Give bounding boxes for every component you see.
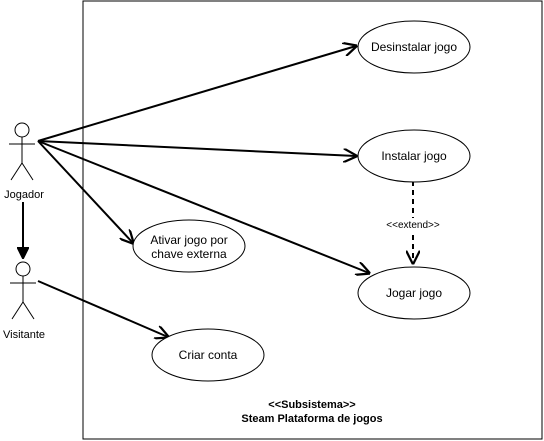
usecase-jogar-label: Jogar jogo bbox=[386, 286, 442, 300]
usecase-criar[interactable]: Criar conta bbox=[151, 328, 265, 382]
extend-label: <<extend>> bbox=[386, 220, 440, 231]
assoc-visitante-criar bbox=[37, 280, 168, 337]
usecase-desinstalar[interactable]: Desinstalar jogo bbox=[357, 20, 471, 74]
assoc-jogador-jogar bbox=[37, 140, 369, 273]
assoc-jogador-desinstalar bbox=[37, 46, 356, 142]
usecase-ativar-label-line2: chave externa bbox=[151, 247, 227, 261]
assoc-jogador-instalar bbox=[37, 140, 356, 156]
usecase-criar-label: Criar conta bbox=[179, 348, 238, 362]
system-boundary bbox=[82, 0, 543, 440]
usecase-ativar-label-line1: Ativar jogo por bbox=[150, 233, 227, 247]
actor-jogador[interactable] bbox=[9, 122, 35, 181]
actor-visitante[interactable] bbox=[10, 261, 36, 320]
usecase-ativar[interactable]: Ativar jogo por chave externa bbox=[132, 219, 246, 273]
usecase-instalar[interactable]: Instalar jogo bbox=[357, 129, 471, 183]
extend-label-bg bbox=[380, 218, 446, 231]
actor-jogador-label: Jogador bbox=[4, 189, 44, 201]
assoc-jogador-ativar bbox=[37, 140, 133, 243]
usecase-desinstalar-label: Desinstalar jogo bbox=[371, 40, 457, 54]
actor-visitante-label: Visitante bbox=[3, 329, 45, 341]
boundary-name: Steam Plataforma de jogos bbox=[241, 413, 382, 425]
usecase-instalar-label: Instalar jogo bbox=[381, 149, 447, 163]
boundary-stereotype: <<Subsistema>> bbox=[268, 399, 355, 411]
usecase-jogar[interactable]: Jogar jogo bbox=[357, 266, 471, 320]
